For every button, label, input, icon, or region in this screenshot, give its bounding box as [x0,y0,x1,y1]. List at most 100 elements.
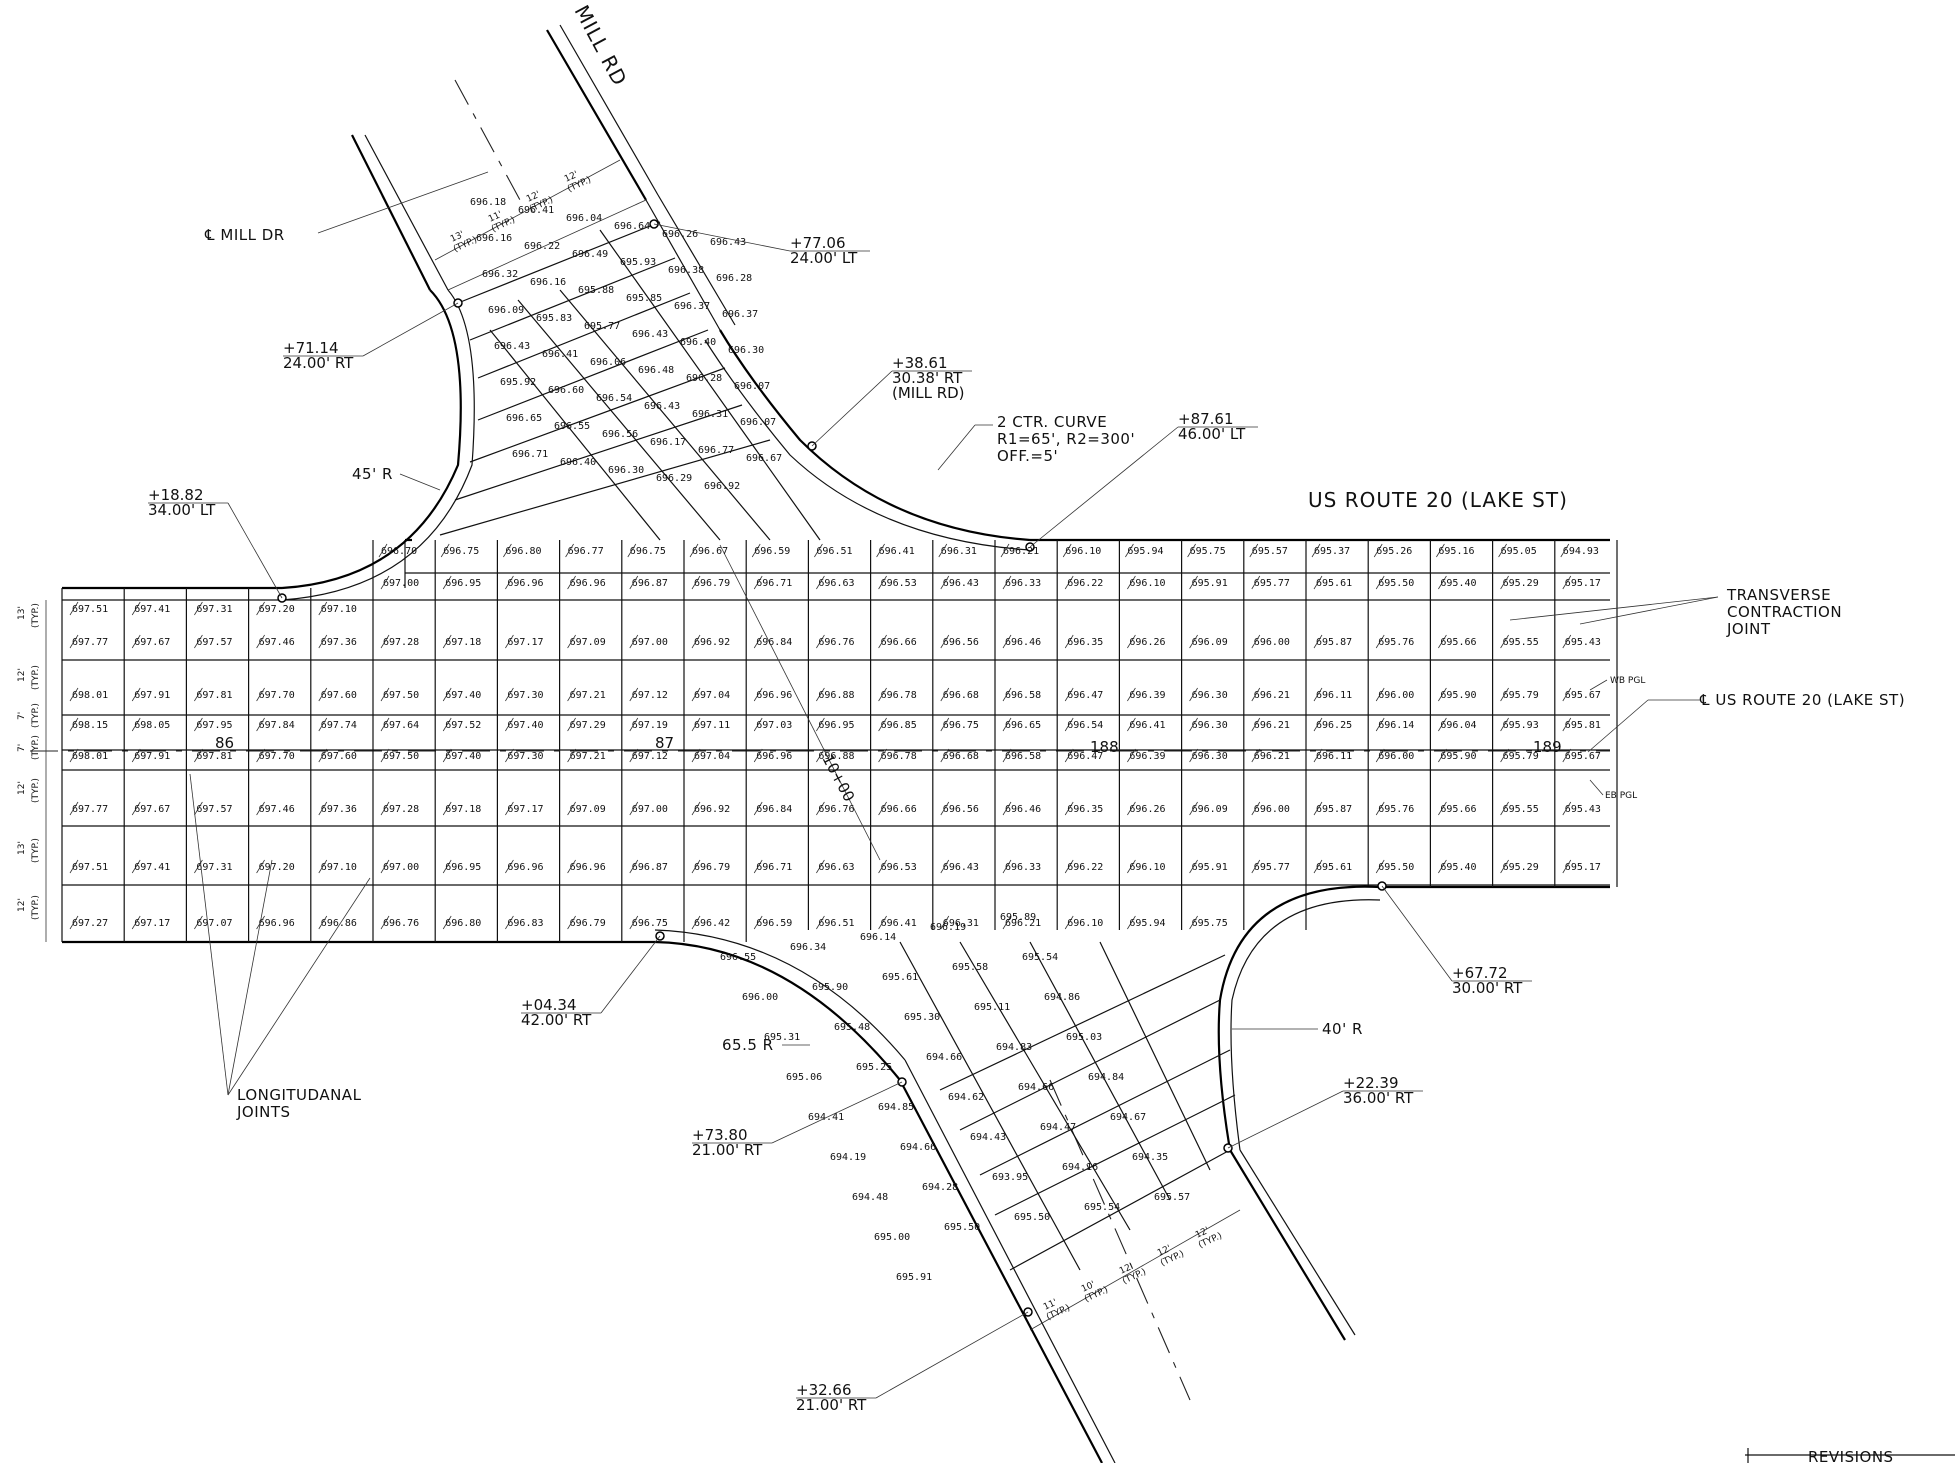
us-route-label: US ROUTE 20 (LAKE ST) [1308,488,1568,512]
grade-label: 695.93 [1503,720,1539,731]
grade-label: 695.87 [1316,804,1352,815]
grade-label: 696.21 [1005,918,1041,929]
grade-label: 696.00 [1254,804,1290,815]
mill-grade-label: 696.34 [790,942,826,953]
mill-grade-label: 694.43 [970,1132,1006,1143]
grade-label: 695.40 [1440,578,1476,589]
grade-label: 695.67 [1565,751,1601,762]
mill-grade-label: 694.84 [1088,1072,1124,1083]
mill-grade-label: 695.06 [786,1072,822,1083]
mill-grade-label: 694.85 [878,1102,914,1113]
grade-label: 697.51 [72,862,108,873]
grade-label: 697.00 [383,578,419,589]
grade-label: 695.66 [1440,637,1476,648]
mill-grade-label: 694.35 [1132,1152,1168,1163]
grade-label: 696.04 [1440,720,1476,731]
svg-text:JOINT: JOINT [1726,620,1771,638]
cl-us-route-label: ℄ US ROUTE 20 (LAKE ST) [1699,691,1905,709]
radius-65-label: 65.5 R [722,1036,774,1054]
grade-label: 697.04 [694,690,730,701]
grade-label: 696.85 [881,720,917,731]
grade-label: 696.79 [570,918,606,929]
grade-label: 697.40 [445,751,481,762]
grade-label: 695.91 [1192,578,1228,589]
grade-label: 697.57 [196,804,232,815]
grade-label: 695.75 [1190,546,1226,557]
revisions-title: REVISIONS [1808,1448,1894,1463]
grade-label: 695.81 [1565,720,1601,731]
grade-label: 697.52 [445,720,481,731]
grade-label: 697.77 [72,804,108,815]
grade-label: 697.36 [321,637,357,648]
grade-label: 697.36 [321,804,357,815]
grade-label: 696.76 [383,918,419,929]
grade-label: 696.51 [818,918,854,929]
grade-label: 696.00 [1254,637,1290,648]
grade-label: 696.92 [694,804,730,815]
grade-label: 696.22 [1067,578,1103,589]
callout-offset: 24.00' LT [790,249,858,267]
grade-label: 696.26 [1129,804,1165,815]
svg-text:CONTRACTION: CONTRACTION [1727,603,1842,621]
grade-label: 695.79 [1503,751,1539,762]
grade-label: 696.80 [505,546,541,557]
mill-grade-label: 695.93 [620,257,656,268]
grade-label: 696.96 [570,578,606,589]
grade-label: 697.91 [134,751,170,762]
radius-40-label: 40' R [1322,1020,1363,1038]
mill-grades: 696.18696.41696.04696.64696.26696.43696.… [470,197,1190,1283]
grade-label: 696.63 [818,862,854,873]
mill-grade-label: 694.67 [1110,1112,1146,1123]
mill-grade-label: 695.54 [1084,1202,1120,1213]
callout-station: +71.14 [283,339,339,357]
grade-label: 695.55 [1503,804,1539,815]
grade-label: 696.26 [1129,637,1165,648]
grade-label: 696.43 [943,862,979,873]
grade-label: 696.31 [943,918,979,929]
grade-label: 696.86 [321,918,357,929]
grade-label: 697.21 [570,690,606,701]
mill-grade-label: 695.54 [1022,952,1058,963]
grade-label: 696.39 [1129,690,1165,701]
mill-grade-label: 696.55 [720,952,756,963]
grade-label: 697.40 [507,720,543,731]
mill-grade-label: 696.26 [662,229,698,240]
lane-typ-label: (TYP.) [31,838,41,863]
grade-label: 696.71 [756,862,792,873]
grade-label: 697.60 [321,690,357,701]
grade-label: 696.96 [756,690,792,701]
mill-grade-label: 695.00 [874,1232,910,1243]
grade-label: 695.55 [1503,637,1539,648]
grade-label: 695.90 [1440,751,1476,762]
grade-label: 696.88 [818,690,854,701]
callout-offset: 46.00' LT [1178,425,1246,443]
mill-grade-label: 696.67 [746,453,782,464]
grade-label: 697.50 [383,690,419,701]
grade-label: 695.61 [1316,862,1352,873]
grade-label: 696.95 [445,862,481,873]
mill-grade-label: 696.71 [512,449,548,460]
mill-grade-label: 695.31 [764,1032,800,1043]
longitudinal-joints-label: LONGITUDANAL JOINTS [189,773,371,1121]
grade-label: 696.10 [1129,862,1165,873]
grade-label: 697.30 [507,690,543,701]
callout-offset: 24.00' RT [283,354,354,372]
grade-label: 696.68 [943,690,979,701]
grade-label: 696.47 [1067,690,1103,701]
grade-label: 696.68 [943,751,979,762]
mill-grade-label: 695.50 [1014,1212,1050,1223]
svg-text:JOINTS: JOINTS [236,1103,291,1121]
grade-label: 696.46 [1005,637,1041,648]
svg-text:OFF.=5': OFF.=5' [997,447,1058,465]
grade-label: 697.20 [259,862,295,873]
grade-label: 695.76 [1378,804,1414,815]
mill-grade-label: 696.32 [482,269,518,280]
callout-station: +22.39 [1343,1074,1399,1092]
grade-label: 697.40 [445,690,481,701]
grade-label: 697.07 [196,918,232,929]
transverse-joints [61,540,1618,942]
grade-label: 697.81 [196,690,232,701]
lane-typ-label: (TYP.) [31,778,41,803]
mill-grade-label: 695.85 [626,293,662,304]
mill-grade-label: 696.30 [728,345,764,356]
